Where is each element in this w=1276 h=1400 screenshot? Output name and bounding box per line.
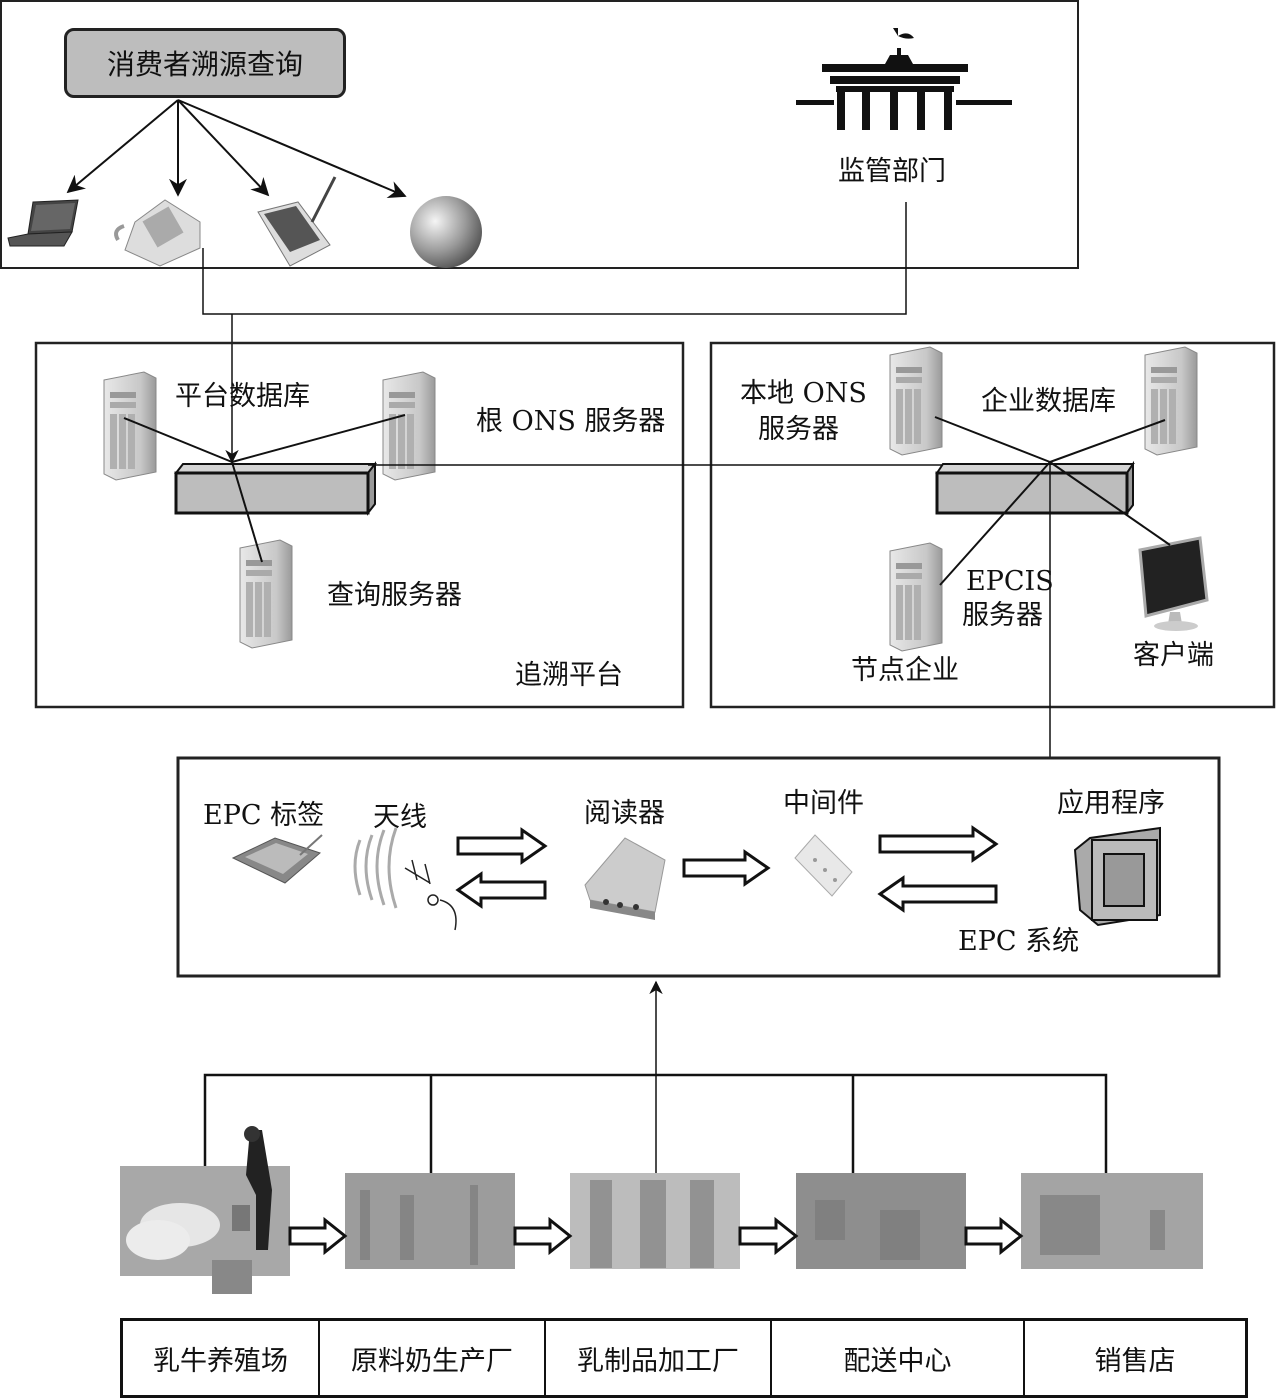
government-building-icon: [796, 28, 1012, 130]
reader-label: 阅读器: [584, 798, 665, 829]
epc-system-frame: [176, 756, 1221, 978]
supply-chain-bracket: [203, 1073, 1108, 1175]
dairy-farm-image: [120, 1126, 290, 1294]
consumer-regulator-frame: [0, 0, 1079, 269]
supply-chain-stage-table: 乳牛养殖场 原料奶生产厂 乳制品加工厂 配送中心 销售店: [120, 1318, 1248, 1398]
stage-distribution-center: 配送中心: [772, 1321, 1025, 1395]
node-enterprise-frame: [709, 341, 1276, 709]
enterprise-links: [934, 416, 1171, 757]
stage-label: 销售店: [1094, 1345, 1176, 1377]
local-ons-server-icon: [889, 346, 943, 456]
epcis-server-icon: [889, 542, 943, 652]
image-texture: [360, 1180, 1165, 1268]
reader-to-tag-arrow: [455, 871, 547, 909]
consumer-query-arrows: [66, 99, 407, 198]
root-ons-server-label: 根 ONS 服务器: [476, 406, 666, 437]
enterprise-network-switch: [935, 460, 1135, 516]
platform-links: [123, 414, 1050, 563]
stage-label: 乳制品加工厂: [577, 1345, 739, 1377]
local-ons-label-line1: 本地 ONS: [740, 378, 867, 409]
middleware-icon: [794, 834, 853, 897]
traceability-platform-frame: [34, 341, 685, 709]
antenna-icon: [404, 859, 457, 931]
platform-database-label: 平台数据库: [175, 381, 310, 412]
epcis-label-line1: EPCIS: [966, 566, 1054, 597]
hollow-arrows: [455, 825, 999, 913]
globe-icon: [410, 196, 482, 268]
platform-network-switch: [173, 461, 378, 516]
antenna-waves-icon: [353, 827, 398, 909]
stage-label: 配送中心: [843, 1345, 952, 1377]
rfid-reader-icon: [584, 837, 666, 920]
regulator-label: 监管部门: [838, 156, 946, 187]
client-monitor-icon: [1138, 536, 1209, 631]
laptop-icon: [7, 199, 79, 247]
stage-dairy-processing-plant: 乳制品加工厂: [546, 1321, 772, 1395]
consumer-query-box: 消费者溯源查询: [64, 28, 346, 98]
query-server-label: 查询服务器: [327, 580, 462, 611]
query-server-icon: [239, 539, 293, 649]
query-connector-lines: [202, 202, 907, 464]
stage-label: 乳牛养殖场: [153, 1345, 288, 1377]
application-label: 应用程序: [1057, 788, 1165, 819]
stage-dairy-farm: 乳牛养殖场: [123, 1321, 320, 1395]
client-label: 客户端: [1133, 640, 1214, 671]
epc-system-title: EPC 系统: [958, 926, 1080, 957]
tag-to-reader-arrow: [456, 827, 548, 865]
middleware-to-app-arrow: [878, 825, 999, 863]
app-to-middleware-arrow: [877, 875, 998, 913]
epcis-label-line2: 服务器: [962, 600, 1043, 631]
application-computer-icon: [1073, 826, 1161, 927]
stage-raw-milk-plant: 原料奶生产厂: [320, 1321, 546, 1395]
epc-tag-label: EPC 标签: [203, 800, 325, 831]
traceability-platform-title: 追溯平台: [515, 660, 623, 691]
stage-label: 原料奶生产厂: [351, 1345, 513, 1377]
enterprise-database-label: 企业数据库: [981, 386, 1116, 417]
raw-milk-plant-image: [345, 1173, 515, 1269]
enterprise-database-server-icon: [1144, 346, 1198, 456]
stage-retail-store: 销售店: [1025, 1321, 1245, 1395]
antenna-label: 天线: [373, 802, 427, 833]
epc-tag-icon: [231, 834, 323, 884]
middleware-label: 中间件: [783, 788, 864, 819]
supply-chain-flow-arrows: [288, 1216, 1024, 1256]
telephone-icon: [114, 199, 201, 267]
reader-to-middleware-arrow: [682, 849, 771, 887]
platform-database-server-icon: [103, 371, 157, 481]
pda-icon: [257, 176, 337, 267]
root-ons-server-icon: [382, 371, 436, 481]
node-enterprise-title: 节点企业: [851, 655, 959, 686]
local-ons-label-line2: 服务器: [758, 414, 839, 445]
consumer-query-label: 消费者溯源查询: [106, 48, 303, 81]
